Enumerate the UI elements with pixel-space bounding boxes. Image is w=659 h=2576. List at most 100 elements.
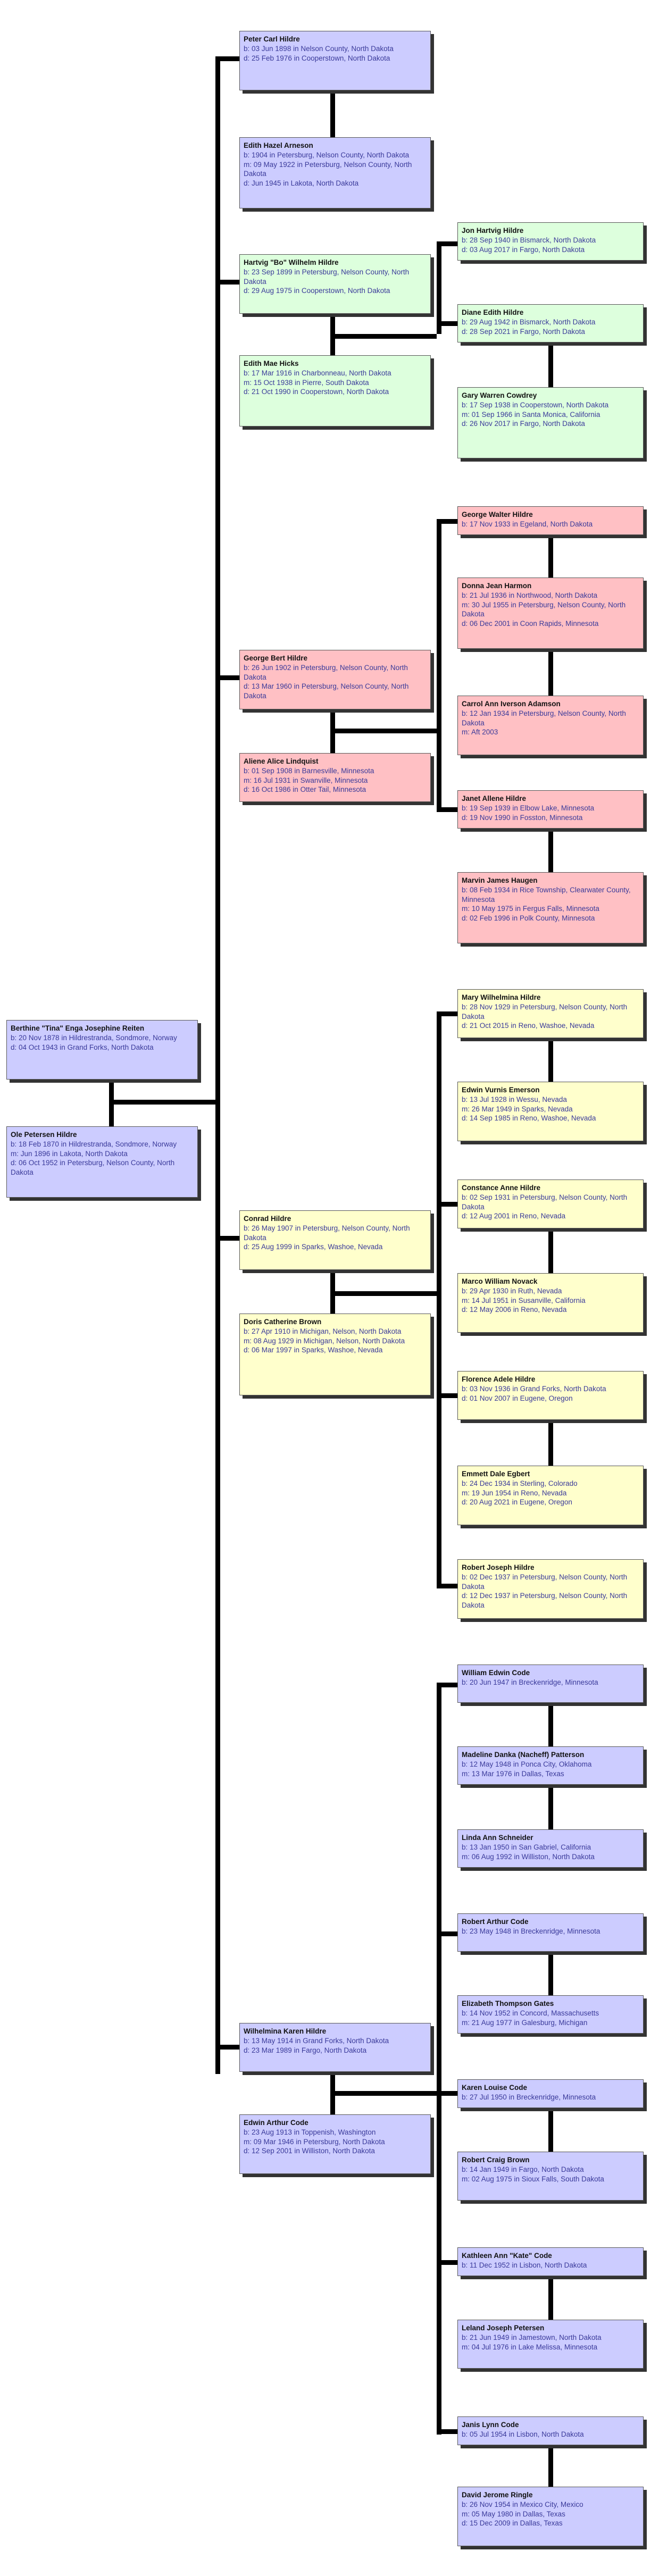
person-detail: b: 26 Jun 1902 in Petersburg, Nelson Cou…	[244, 663, 408, 681]
person-detail: d: 03 Aug 2017 in Fargo, North Dakota	[462, 245, 585, 254]
person-detail: d: 20 Aug 2021 in Eugene, Oregon	[462, 1498, 572, 1507]
person-name: Janet Allene Hildre	[462, 794, 527, 802]
line-to-karen	[437, 2091, 457, 2096]
person-name: Elizabeth Thompson Gates	[462, 2000, 554, 2008]
person-name: Diane Edith Hildre	[462, 308, 524, 316]
person-detail: m: 09 May 1922 in Petersburg, Nelson Cou…	[244, 160, 412, 178]
person-detail: b: 02 Sep 1931 in Petersburg, Nelson Cou…	[462, 1193, 628, 1211]
person-name: Mary Wilhelmina Hildre	[462, 993, 541, 1001]
line-to-george-walter	[437, 519, 457, 524]
person-detail: d: 23 Mar 1989 in Fargo, North Dakota	[244, 2046, 367, 2054]
person-card-george-walter-hildre[interactable]: George Walter Hildre b: 17 Nov 1933 in Eg…	[457, 506, 644, 535]
person-detail: b: 02 Dec 1937 in Petersburg, Nelson Cou…	[462, 1573, 628, 1591]
line-conrad-family	[330, 1291, 437, 1296]
person-name: Kathleen Ann "Kate" Code	[462, 2252, 552, 2260]
person-name: Janis Lynn Code	[462, 2421, 519, 2429]
person-detail: m: Jun 1896 in Lakota, North Dakota	[11, 1149, 128, 1158]
line-couple-robert-elizabeth	[548, 1952, 553, 1995]
person-detail: m: 01 Sep 1966 in Santa Monica, Californ…	[462, 410, 600, 419]
person-name: Edith Hazel Arneson	[244, 141, 313, 149]
line-to-william	[437, 1683, 457, 1687]
person-name: Emmett Dale Egbert	[462, 1470, 530, 1478]
person-name: Madeline Danka (Nacheff) Patterson	[462, 1751, 585, 1759]
person-name: Ole Petersen Hildre	[11, 1131, 77, 1139]
line-to-robert-arthur	[437, 1931, 457, 1936]
person-detail: m: 09 Mar 1946 in Petersburg, North Dako…	[244, 2137, 385, 2146]
person-detail: d: Jun 1945 in Lakota, North Dakota	[244, 179, 359, 188]
person-detail: b: 23 May 1948 in Breckenridge, Minnesot…	[462, 1927, 600, 1935]
person-name: William Edwin Code	[462, 1669, 530, 1677]
person-name: Marco William Novack	[462, 1277, 538, 1285]
line-conrad-children	[437, 1011, 441, 1586]
line-to-jon	[437, 241, 457, 246]
line-couple-george-donna	[548, 535, 553, 578]
line-couple-florence-emmett	[548, 1420, 553, 1466]
line-couple-madeline-linda	[548, 1785, 553, 1829]
person-detail: b: 23 Sep 1899 in Petersburg, Nelson Cou…	[244, 267, 410, 286]
person-detail: m: 08 Aug 1929 in Michigan, Nelson, Nort…	[244, 1336, 405, 1345]
line-hartvig-children	[437, 241, 441, 334]
person-detail: d: 15 Dec 2009 in Dallas, Texas	[462, 2519, 563, 2528]
line-george-family	[330, 729, 437, 733]
person-detail: b: 17 Mar 1916 in Charbonneau, North Dak…	[244, 369, 391, 377]
person-detail: b: 29 Apr 1930 in Ruth, Nevada	[462, 1286, 562, 1295]
line-couple-karen-robert	[548, 2108, 553, 2152]
person-detail: m: 04 Jul 1976 in Lake Melissa, Minnesot…	[462, 2343, 598, 2351]
person-detail: m: 10 May 1975 in Fergus Falls, Minnesot…	[462, 905, 599, 913]
line-couple-william-madeline	[548, 1703, 553, 1746]
person-detail: d: 01 Nov 2007 in Eugene, Oregon	[462, 1394, 573, 1402]
person-name: Hartvig "Bo" Wilhelm Hildre	[244, 258, 339, 266]
line-wilhelmina-family	[330, 2091, 437, 2096]
person-name: George Walter Hildre	[462, 511, 533, 518]
person-detail: d: 13 Mar 1960 in Petersburg, Nelson Cou…	[244, 682, 409, 700]
line-to-hartvig	[215, 280, 239, 285]
person-detail: b: 12 May 1948 in Ponca City, Oklahoma	[462, 1760, 592, 1768]
person-name: Karen Louise Code	[462, 2084, 528, 2092]
line-to-wilhelmina	[215, 2045, 239, 2050]
person-detail: b: 17 Nov 1933 in Egeland, North Dakota	[462, 520, 593, 528]
person-name: Robert Arthur Code	[462, 1918, 529, 1926]
person-detail: d: 12 Aug 2001 in Reno, Nevada	[462, 1212, 566, 1220]
person-detail: d: 25 Feb 1976 in Cooperstown, North Dak…	[244, 54, 390, 62]
person-name: Berthine "Tina" Enga Josephine Reiten	[11, 1024, 145, 1032]
person-name: Edwin Arthur Code	[244, 2119, 308, 2127]
